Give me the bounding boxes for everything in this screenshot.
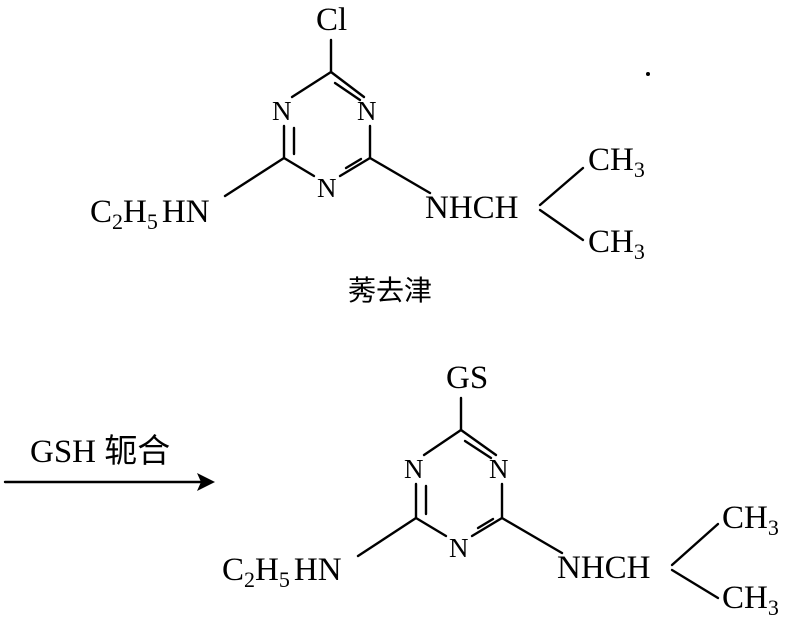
reaction-arrow: GSH 轭合 — [3, 433, 215, 491]
ring-n-bottom-label: N — [317, 173, 337, 203]
compound-name: 莠去津 — [348, 274, 432, 307]
ring-bond-b5 — [414, 516, 448, 538]
methyl-lower-label-bottom: CH3 — [722, 580, 779, 620]
bond-ch-ch3-upper — [538, 166, 585, 207]
ring-n-bottom-label-bottom: N — [449, 533, 469, 563]
ring-double-bond-b1 — [463, 439, 493, 460]
ring-bond-b6 — [470, 516, 504, 538]
bond-c-nh-right — [368, 156, 432, 195]
ring-n-left-label-bottom: N — [404, 454, 424, 484]
methyl-upper-label: CH3 — [588, 142, 645, 182]
ring-bond-5 — [282, 156, 316, 178]
ring-double-bond-b3 — [476, 517, 495, 530]
bond-c-nh-left-bottom — [356, 516, 418, 558]
ring-bond-1 — [290, 70, 333, 99]
ring-double-bond-3 — [344, 157, 363, 170]
ring-bond-6 — [338, 156, 372, 178]
bond-ch-ch3-upper-bottom — [670, 522, 720, 567]
ring-n-right-label: N — [357, 96, 377, 126]
bond-ch-ch3-lower — [538, 208, 585, 242]
methyl-upper-label-bottom: CH3 — [722, 500, 779, 540]
methyl-lower-label: CH3 — [588, 224, 645, 264]
ring-bond-2 — [329, 70, 366, 99]
reaction-label: GSH 轭合 — [30, 433, 170, 470]
bond-c-nh-right-bottom — [500, 516, 564, 555]
ring-n-right-label-bottom: N — [489, 454, 509, 484]
scan-speck — [646, 72, 650, 76]
right-amine-label-bottom: NHCH — [557, 550, 651, 586]
ring-n-left-label: N — [272, 96, 292, 126]
right-amine-label: NHCH — [425, 190, 519, 226]
arrow-head — [197, 473, 215, 491]
ring-bond-b1 — [422, 428, 463, 457]
top-substituent-label-bottom: GS — [446, 360, 488, 396]
top-substituent-label: Cl — [316, 2, 347, 38]
ring-double-bond-1 — [333, 81, 362, 102]
bond-c-nh-left — [223, 156, 286, 198]
ring-bond-b2 — [459, 428, 498, 457]
bond-ch-ch3-lower-bottom — [670, 568, 720, 600]
